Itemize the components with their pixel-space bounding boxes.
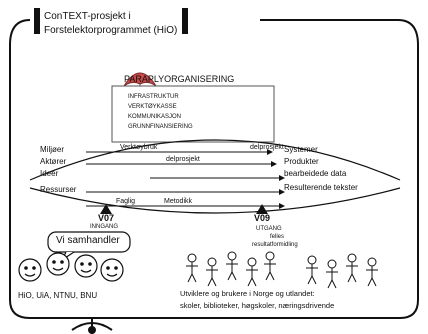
input-label: Miljøer bbox=[40, 145, 64, 154]
right-pillar bbox=[182, 8, 188, 34]
header-title-line1: ConTEXT-prosjekt i bbox=[44, 11, 131, 22]
milestone-left-marker bbox=[100, 204, 112, 214]
users-label-line1: Utviklere og brukere i Norge og utlandet… bbox=[180, 289, 315, 298]
milestone-right-marker bbox=[256, 204, 268, 214]
flow-label-bottom-left: Faglig bbox=[116, 198, 136, 205]
milestone-right-sublabel: UTGANG bbox=[256, 226, 282, 232]
output-label: Produkter bbox=[284, 157, 319, 166]
flow-label-middle: delprosjekt bbox=[166, 156, 200, 163]
input-label: Ideer bbox=[40, 169, 59, 178]
milestone-right-label: V09 bbox=[254, 213, 271, 223]
people-group-right bbox=[186, 251, 378, 289]
milestone-left-sublabel: INNGANG bbox=[90, 224, 119, 230]
flow-label-bottom-mid: Metodikk bbox=[164, 198, 193, 205]
flow-label-top: Verktøybruk bbox=[120, 144, 158, 151]
left-pillar bbox=[34, 8, 40, 34]
output-label: Systemer bbox=[284, 145, 318, 154]
milestone-left-label: V07 bbox=[98, 213, 115, 223]
flow-label-top-right: delprosjekt bbox=[250, 144, 284, 151]
umbrella-item: VERKTØYKASSE bbox=[128, 104, 177, 110]
input-label: Aktører bbox=[40, 157, 67, 166]
header-title-line2: Forstelektorprogrammet (HiO) bbox=[44, 25, 178, 36]
people-group-left bbox=[18, 252, 124, 282]
outer-frame bbox=[9, 19, 419, 319]
upper-dome bbox=[29, 139, 401, 181]
umbrella-box bbox=[111, 85, 275, 143]
speech-bubble-text: Vi samhandler bbox=[56, 235, 120, 246]
milestone-right-sublabel: resultatformidling bbox=[252, 242, 298, 248]
bottom-umbrella-icon bbox=[71, 318, 113, 334]
output-label: Resulterende tekster bbox=[284, 183, 358, 192]
umbrella-item: KOMMUNIKASJON bbox=[128, 114, 182, 120]
lower-dome bbox=[29, 187, 401, 214]
institutions-label: HiO, UiA, NTNU, BNU bbox=[18, 291, 98, 300]
umbrella-title: PARAPLYORGANISERING bbox=[124, 74, 235, 84]
speech-bubble-shape bbox=[47, 231, 131, 253]
umbrella-item: GRUNNFINANSIERING bbox=[128, 124, 193, 130]
input-label: Ressurser bbox=[40, 185, 77, 194]
output-label: bearbeidede data bbox=[284, 169, 347, 178]
milestone-right-sublabel: felles bbox=[270, 234, 285, 240]
users-label-line2: skoler, biblioteker, høgskoler, næringsd… bbox=[180, 301, 335, 310]
umbrella-item: INFRASTRUKTUR bbox=[128, 94, 179, 100]
